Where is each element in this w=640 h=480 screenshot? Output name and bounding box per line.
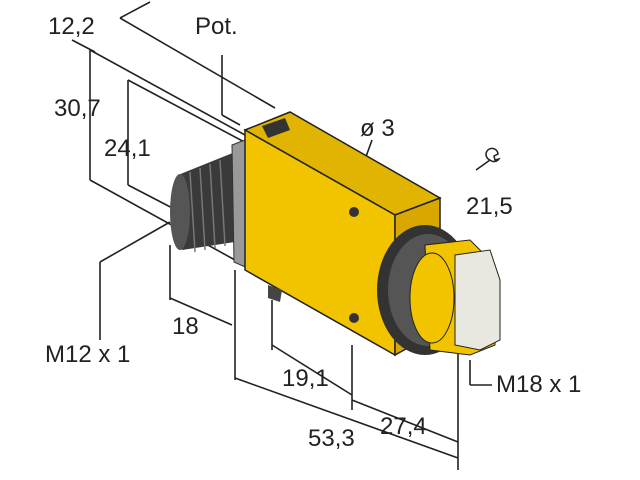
mounting-hole	[349, 313, 359, 323]
dim-label-mount-offset: 19,1	[282, 365, 329, 392]
pot-label: Pot.	[195, 13, 238, 40]
connector-thread-label: M12 x 1	[45, 341, 130, 368]
m18-lens-assembly	[377, 225, 501, 356]
wrench-icon	[475, 147, 501, 171]
dim-label-width-top: 12,2	[48, 13, 95, 40]
dim-label-height-body: 24,1	[104, 135, 151, 162]
m12-connector	[170, 137, 253, 271]
mounting-hole	[349, 207, 359, 217]
dim-label-hole-diameter: ø 3	[360, 115, 395, 142]
dim-label-height-total: 30,7	[54, 95, 101, 122]
lens-thread-label: M18 x 1	[496, 371, 581, 398]
dim-label-total-length: 53,3	[308, 425, 355, 452]
dim-label-lens-length: 27,4	[380, 413, 427, 440]
dim-label-wrench-size: 21,5	[466, 193, 513, 220]
dim-label-connector-length: 18	[172, 313, 199, 340]
